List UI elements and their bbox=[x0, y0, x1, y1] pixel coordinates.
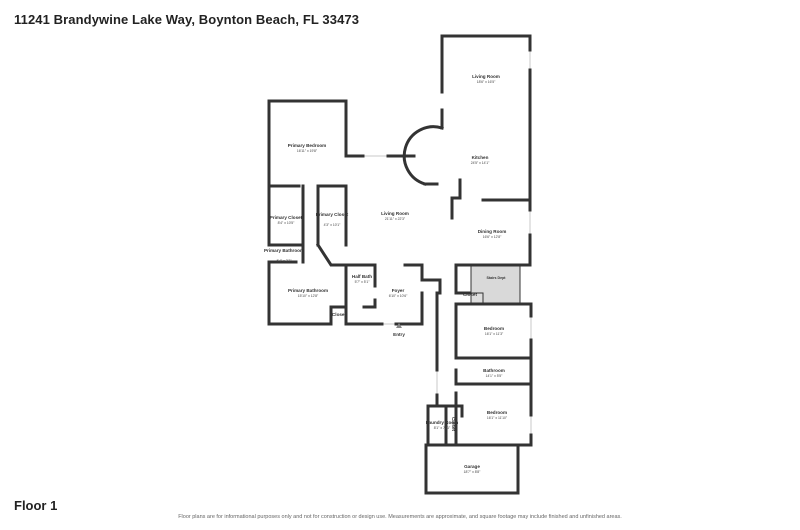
room-label: Laundry Room bbox=[426, 420, 458, 425]
room-dims: 16'11" x 19'8" bbox=[297, 149, 318, 153]
room-label: Bedroom bbox=[484, 326, 504, 331]
room-label: Primary Bedroom bbox=[288, 143, 327, 148]
room-dims: 15'10" x 12'8" bbox=[298, 294, 319, 298]
room-label: Closet bbox=[463, 292, 478, 297]
room-label: Living Room bbox=[472, 74, 500, 79]
room-label: Foyer bbox=[392, 288, 405, 293]
room-dims: 8'4" x 10'5" bbox=[278, 221, 296, 225]
room-dims: 8'1" x 7'11" bbox=[434, 426, 451, 430]
room-label: Living Room bbox=[381, 211, 409, 216]
room-label: Primary Bathroom bbox=[264, 248, 304, 253]
room-dims: 24'5" x 14'1" bbox=[471, 161, 490, 165]
room-label: Half Bath bbox=[352, 274, 372, 279]
room-label: Stairs Dept bbox=[487, 276, 507, 280]
room-dims: 6'10" x 10'6" bbox=[389, 294, 408, 298]
room-dims: 16'1" x 11'3" bbox=[485, 332, 504, 336]
room-label: Dining Room bbox=[478, 229, 507, 234]
room-dims: 14'1" x 5'5" bbox=[486, 374, 504, 378]
entry-label: Entry bbox=[393, 332, 405, 337]
room-labels: Living Room 18'6" x 16'5" Primary Bedroo… bbox=[264, 74, 508, 474]
room-label: Primary Bathroom bbox=[288, 288, 328, 293]
walls bbox=[267, 34, 533, 495]
entry-arrow-icon bbox=[396, 323, 402, 328]
room-dims: 16'1" x 11'10" bbox=[487, 416, 508, 420]
room-label: Primary Closet bbox=[316, 212, 349, 217]
room-dims: 18'7" x 8'8" bbox=[464, 470, 482, 474]
floor-label: Floor 1 bbox=[14, 498, 58, 513]
room-label: Closet bbox=[451, 417, 456, 432]
property-address: 11241 Brandywine Lake Way, Boynton Beach… bbox=[14, 12, 360, 27]
room-dims: 5'7" x 5'1" bbox=[355, 280, 371, 284]
room-dims: 4'3" x 10'1" bbox=[324, 223, 342, 227]
room-label: Primary Closet bbox=[270, 215, 303, 220]
room-dims: 16'6" x 12'8" bbox=[483, 235, 502, 239]
room-label: Bedroom bbox=[487, 410, 507, 415]
room-label: Garage bbox=[464, 464, 480, 469]
room-label: Closet bbox=[332, 312, 347, 317]
room-label: Bathroom bbox=[483, 368, 505, 373]
room-dims: 18'6" x 16'5" bbox=[477, 80, 496, 84]
disclaimer: Floor plans are for informational purpos… bbox=[178, 514, 622, 520]
room-label: Kitchen bbox=[472, 155, 489, 160]
room-dims: 21'11" x 22'3" bbox=[385, 217, 406, 221]
room-dims: 5'4" x 3'7" bbox=[277, 259, 293, 263]
